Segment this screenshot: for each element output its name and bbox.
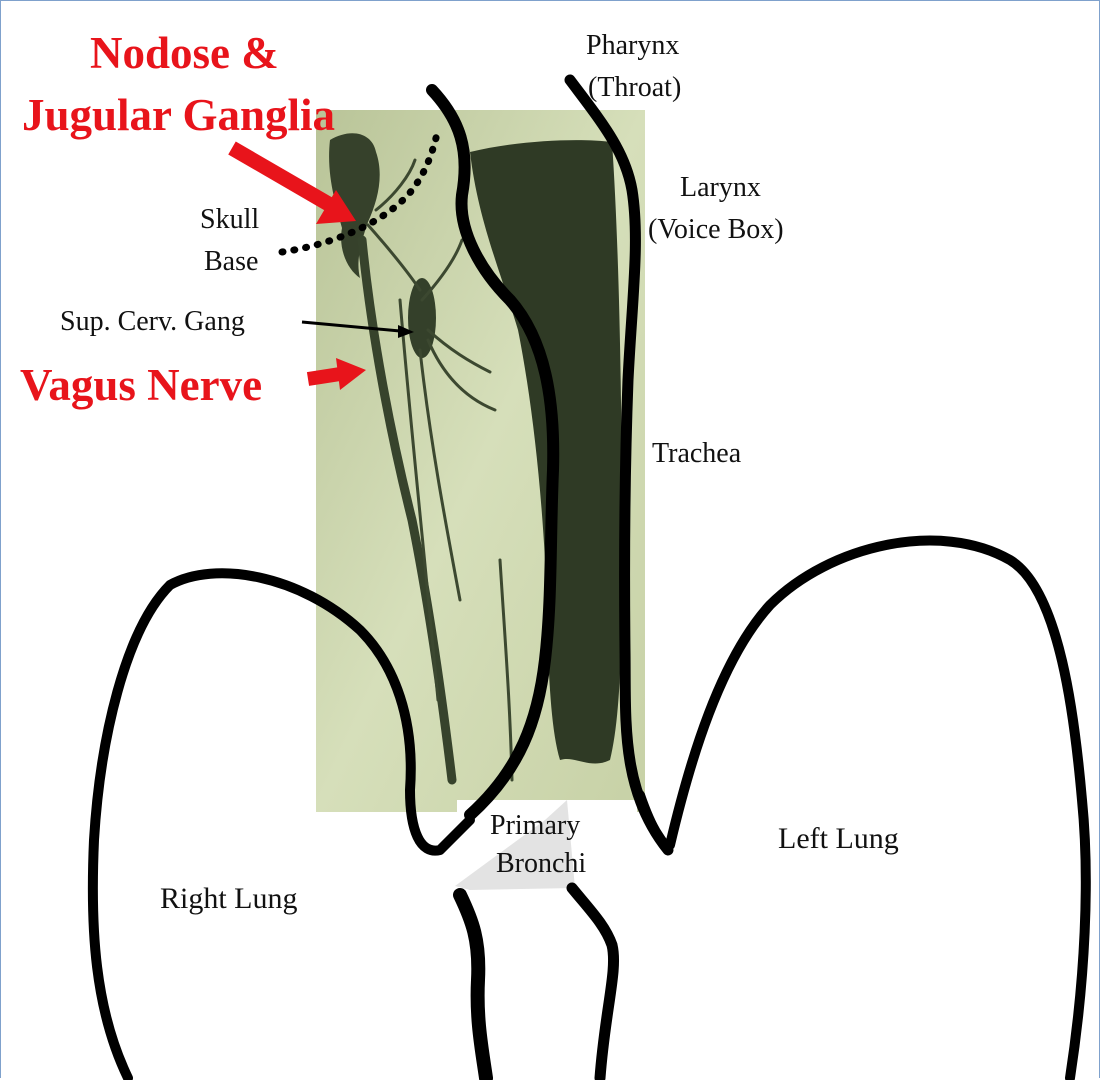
larynx-label-line2: (Voice Box) <box>648 214 784 245</box>
trachea-label: Trachea <box>652 438 742 469</box>
right-bronchus-outline <box>460 895 486 1078</box>
pharynx-label-line2: (Throat) <box>588 72 681 103</box>
left-bronchus-outline <box>572 888 614 1078</box>
bronchi-label-line2: Bronchi <box>496 848 586 879</box>
sup-cerv-label: Sup. Cerv. Gang <box>60 306 245 337</box>
left-lung-label: Left Lung <box>778 822 899 855</box>
ganglia-label-line2: Jugular Ganglia <box>22 90 335 140</box>
bronchi-label-line1: Primary <box>490 810 580 841</box>
skull-label-line1: Skull <box>200 204 259 235</box>
ganglia-label-line1: Nodose & <box>90 28 279 78</box>
left-lung-outline <box>640 541 1086 1078</box>
right-lung-label: Right Lung <box>160 882 298 915</box>
tissue-photo <box>316 110 645 812</box>
pharynx-label-line1: Pharynx <box>586 30 679 61</box>
vagus-label: Vagus Nerve <box>20 360 262 410</box>
larynx-label-line1: Larynx <box>680 172 761 203</box>
skull-label-line2: Base <box>204 246 258 277</box>
